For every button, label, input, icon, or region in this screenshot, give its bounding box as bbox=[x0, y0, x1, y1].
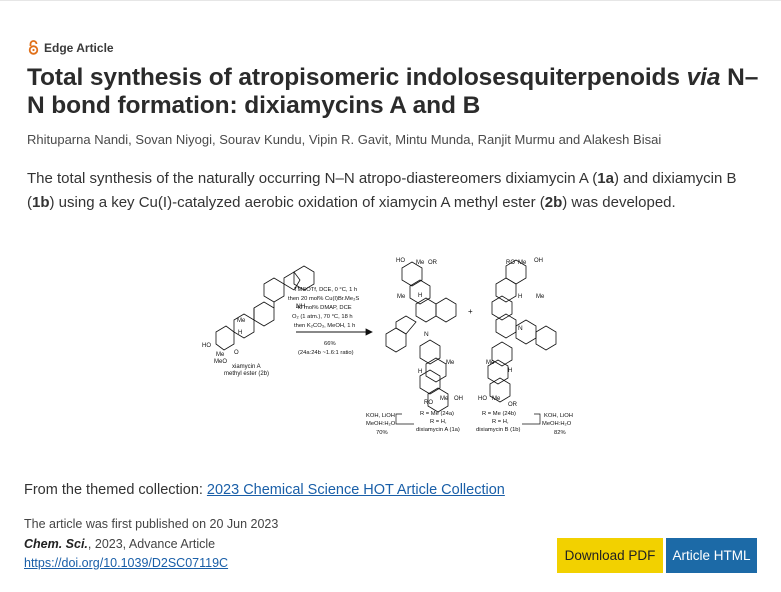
p2-ho-label: HO bbox=[478, 396, 487, 402]
right-solvent: MeOH:H₂O bbox=[542, 421, 572, 427]
p1-ho-label: HO bbox=[396, 258, 405, 264]
condition-line-2: then 20 mol% Cu(I)Br.Me₂S bbox=[288, 296, 359, 302]
publication-date: The article was first published on 20 Ju… bbox=[24, 517, 279, 531]
title-text-2: N–N bond formation: dixiamycins A and B bbox=[27, 64, 759, 119]
p1-me-label-3: Me bbox=[446, 360, 455, 366]
atom-me-label: Me bbox=[237, 318, 246, 324]
journal-citation: Chem. Sci., 2023, Advance Article bbox=[24, 537, 215, 551]
left-r-label-2: R = H, bbox=[430, 419, 447, 425]
right-r-label-1: R = Me (24b) bbox=[482, 411, 516, 417]
doi-link[interactable]: https://doi.org/10.1039/D2SC07119C bbox=[24, 556, 229, 570]
p2-me-label-4: Me bbox=[492, 396, 501, 402]
title-text-1: Total synthesis of atropisomeric indolos… bbox=[27, 64, 687, 91]
p2-oh-label: OH bbox=[534, 258, 543, 264]
journal-details: , 2023, Advance Article bbox=[87, 537, 216, 551]
author-list: Rhituparna Nandi, Sovan Niyogi, Sourav K… bbox=[27, 132, 662, 147]
p1-me-label: Me bbox=[416, 260, 425, 266]
open-access-lock-icon bbox=[28, 40, 39, 55]
starting-material-label-2: methyl ester (2b) bbox=[224, 371, 269, 377]
p1-h-label: H bbox=[418, 293, 422, 299]
p2-or-label: OR bbox=[508, 402, 518, 408]
p2-h-label-2: H bbox=[508, 368, 512, 374]
reaction-ratio: (24a:24b ~1.6:1 ratio) bbox=[298, 350, 354, 356]
collection-link[interactable]: 2023 Chemical Science HOT Article Collec… bbox=[206, 482, 505, 498]
article-type-label: Edge Article bbox=[44, 40, 114, 55]
p1-or-label: OR bbox=[428, 260, 438, 266]
journal-name: Chem. Sci. bbox=[24, 537, 88, 551]
right-reagents: KOH, LiOH bbox=[544, 413, 573, 419]
p2-me-label: Me bbox=[518, 260, 527, 266]
left-solvent: MeOH:H₂O bbox=[366, 421, 396, 427]
starting-material-label-1: xiamycin A bbox=[232, 364, 261, 370]
atom-ho-label: HO bbox=[202, 343, 211, 349]
atom-h-label: H bbox=[238, 330, 242, 336]
atom-me-label-2: Me bbox=[216, 352, 225, 358]
p1-n-label: N bbox=[424, 331, 429, 338]
title-text-via: via bbox=[686, 64, 721, 91]
p1-oh-label: OH bbox=[454, 396, 463, 402]
graphical-abstract-scheme: NH Me H HO Me MeO O xiamycin A methyl es… bbox=[202, 258, 573, 436]
atom-o-label: O bbox=[234, 350, 239, 356]
right-yield: 82% bbox=[554, 430, 566, 436]
left-reagents: KOH, LiOH bbox=[366, 413, 395, 419]
themed-collection: From the themed collection:2023 Chemical… bbox=[24, 482, 505, 498]
article-type: Edge Article bbox=[28, 40, 114, 55]
article-title[interactable]: Total synthesis of atropisomeric indolos… bbox=[27, 64, 762, 120]
left-r-label-1: R = Me (24a) bbox=[420, 411, 454, 417]
atom-meo-label: MeO bbox=[214, 359, 227, 365]
p2-n-label: N bbox=[518, 325, 523, 332]
reaction-yield: 66% bbox=[324, 341, 336, 347]
condition-line-4: O₂ (1 atm.), 70 °C, 18 h bbox=[292, 314, 353, 320]
p1-me-label-4: Me bbox=[440, 396, 449, 402]
condition-line-1: TMSOTf, DCE, 0 °C, 1 h bbox=[294, 287, 357, 293]
right-r-label-3: dixiamycin B (1b) bbox=[476, 427, 521, 433]
plus-sign: + bbox=[468, 307, 473, 316]
p2-h-label: H bbox=[518, 294, 522, 300]
p2-me-label-3: Me bbox=[486, 360, 495, 366]
condition-line-5: then K₂CO₃, MeOH, 1 h bbox=[294, 323, 355, 329]
left-yield: 70% bbox=[376, 430, 388, 436]
condition-line-3: 40 mol% DMAP, DCE bbox=[296, 305, 352, 311]
abstract: The total synthesis of the naturally occ… bbox=[27, 170, 737, 211]
p1-ro-label: RO bbox=[424, 400, 433, 406]
right-r-label-2: R = H, bbox=[492, 419, 509, 425]
download-pdf-button[interactable]: Download PDF bbox=[557, 538, 663, 573]
left-r-label-3: dixiamycin A (1a) bbox=[416, 427, 460, 433]
p1-me-label-2: Me bbox=[397, 294, 406, 300]
atom-nh-label: NH bbox=[296, 303, 306, 310]
p2-ro-label: RO bbox=[506, 260, 515, 266]
p2-me-label-2: Me bbox=[536, 294, 545, 300]
article-html-button[interactable]: Article HTML bbox=[666, 538, 757, 573]
p1-h-label-2: H bbox=[418, 369, 422, 375]
collection-prefix: From the themed collection: bbox=[24, 482, 203, 498]
